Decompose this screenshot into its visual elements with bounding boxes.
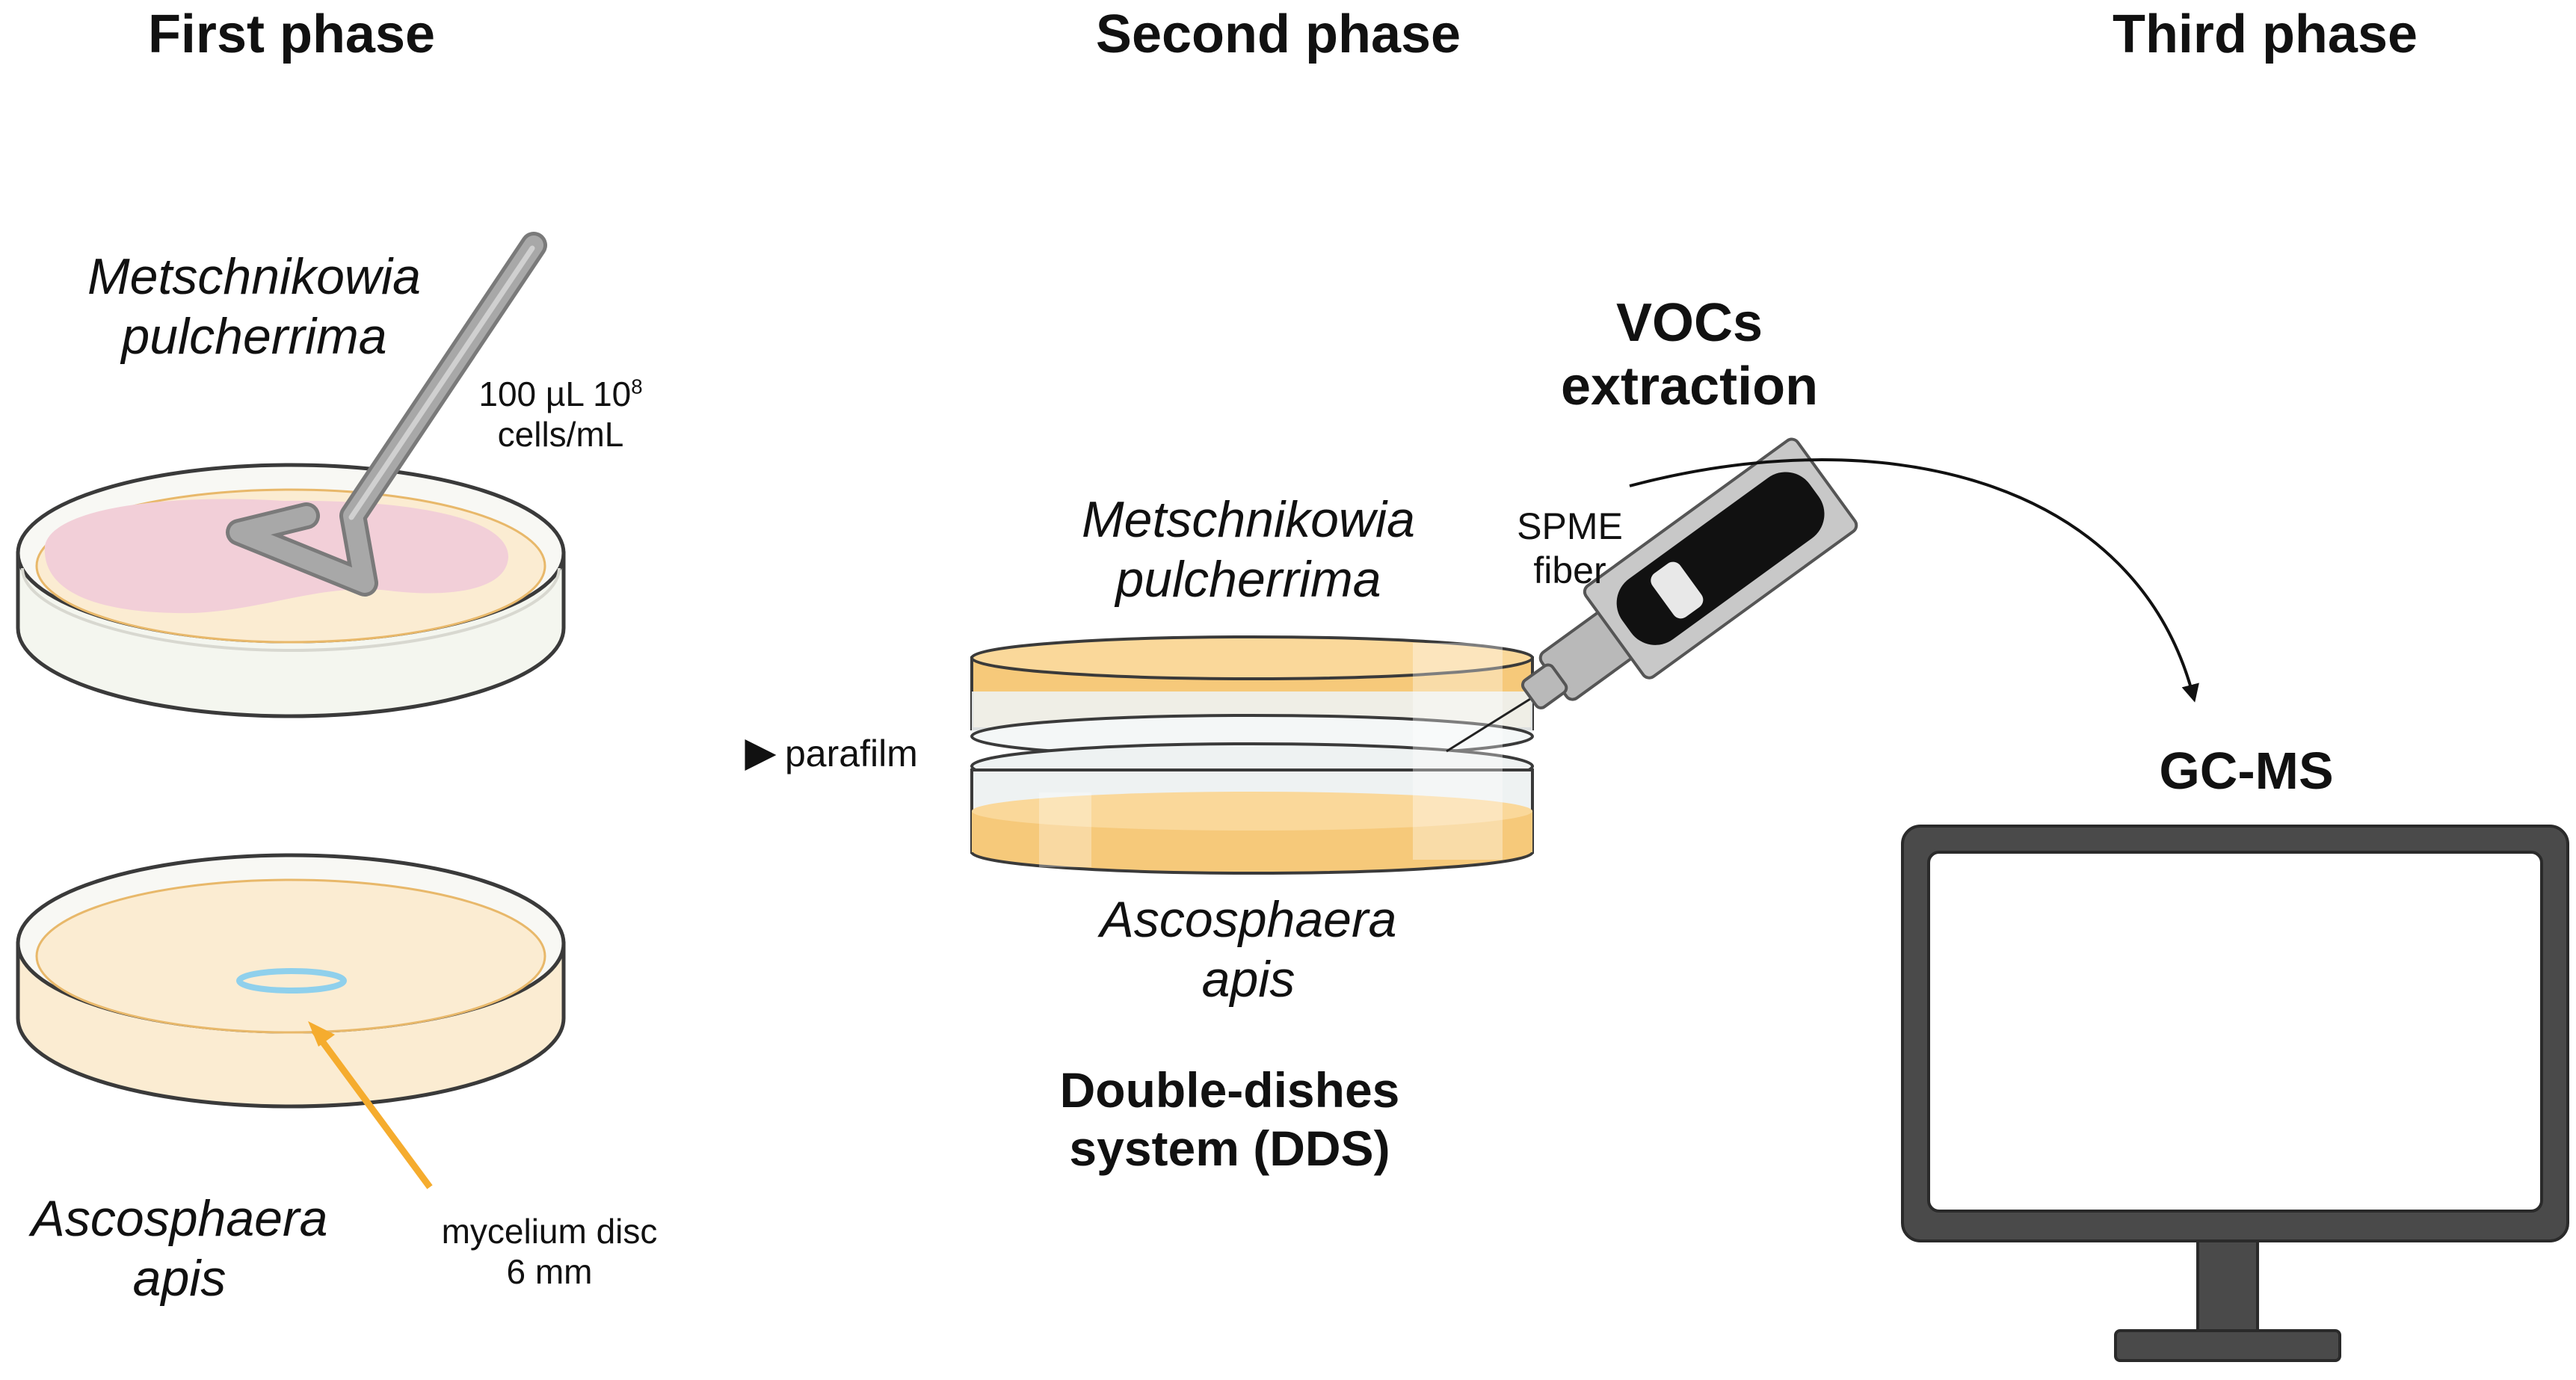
spme-fiber-line1: SPME <box>1517 505 1623 547</box>
fungus-species-line1: Ascosphaera <box>31 1190 328 1247</box>
dds-fungus-line1: Ascosphaera <box>1100 891 1397 948</box>
fungus-species-label: Ascosphaera apis <box>0 1189 359 1308</box>
cell-spreader-icon <box>226 232 547 597</box>
double-dishes-system <box>970 635 1534 875</box>
second-phase-title: Second phase <box>1095 4 1461 64</box>
dds-caption-line1: Double-dishes <box>1059 1062 1400 1118</box>
dds-caption-line2: system (DDS) <box>1069 1120 1390 1176</box>
yeast-petri-dish <box>16 463 566 718</box>
spme-fiber-label: SPME fiber <box>1465 505 1674 593</box>
extraction-arrow <box>1629 458 2199 703</box>
inoculum-unit: cells/mL <box>497 415 624 455</box>
mycelium-disc-label: mycelium disc 6 mm <box>400 1211 699 1293</box>
yeast-species-label: Metschnikowia pulcherrima <box>30 247 478 366</box>
gc-ms-label: GC-MS <box>2159 742 2334 800</box>
yeast-species-line1: Metschnikowia <box>87 248 421 305</box>
mycelium-disc-line2: 6 mm <box>506 1252 593 1292</box>
inoculum-amount: 100 µL 10 <box>478 375 632 413</box>
parafilm-label: parafilm <box>785 733 918 774</box>
mycelium-disc <box>236 968 347 994</box>
voc-extraction-line1: VOCs <box>1615 293 1763 353</box>
fungus-species-line2: apis <box>132 1250 227 1307</box>
dds-fungus-line2: apis <box>1201 951 1295 1008</box>
fungus-petri-dish <box>16 853 566 1109</box>
spme-fiber-line2: fiber <box>1533 549 1606 591</box>
first-phase-title: First phase <box>147 4 436 64</box>
mycelium-disc-line1: mycelium disc <box>441 1212 658 1251</box>
dds-yeast-label: Metschnikowia pulcherrima <box>1024 490 1473 609</box>
yeast-species-line2: pulcherrima <box>121 308 387 366</box>
dds-yeast-line1: Metschnikowia <box>1082 491 1415 548</box>
gc-ms-monitor-icon <box>1901 825 2569 1362</box>
mycelium-arrow <box>311 1028 433 1189</box>
dds-caption: Double-dishes system (DDS) <box>1005 1062 1454 1178</box>
inoculum-label: 100 µL 108 cells/mL <box>449 374 673 455</box>
third-phase-title: Third phase <box>2112 4 2418 64</box>
voc-extraction-label: VOCs extraction <box>1465 292 1914 419</box>
inoculum-exponent: 8 <box>631 375 643 398</box>
dds-fungus-label: Ascosphaera apis <box>1061 890 1435 1009</box>
voc-extraction-line2: extraction <box>1560 356 1819 416</box>
spme-fiber-icon <box>1520 437 1858 709</box>
dds-yeast-line2: pulcherrima <box>1115 551 1381 609</box>
